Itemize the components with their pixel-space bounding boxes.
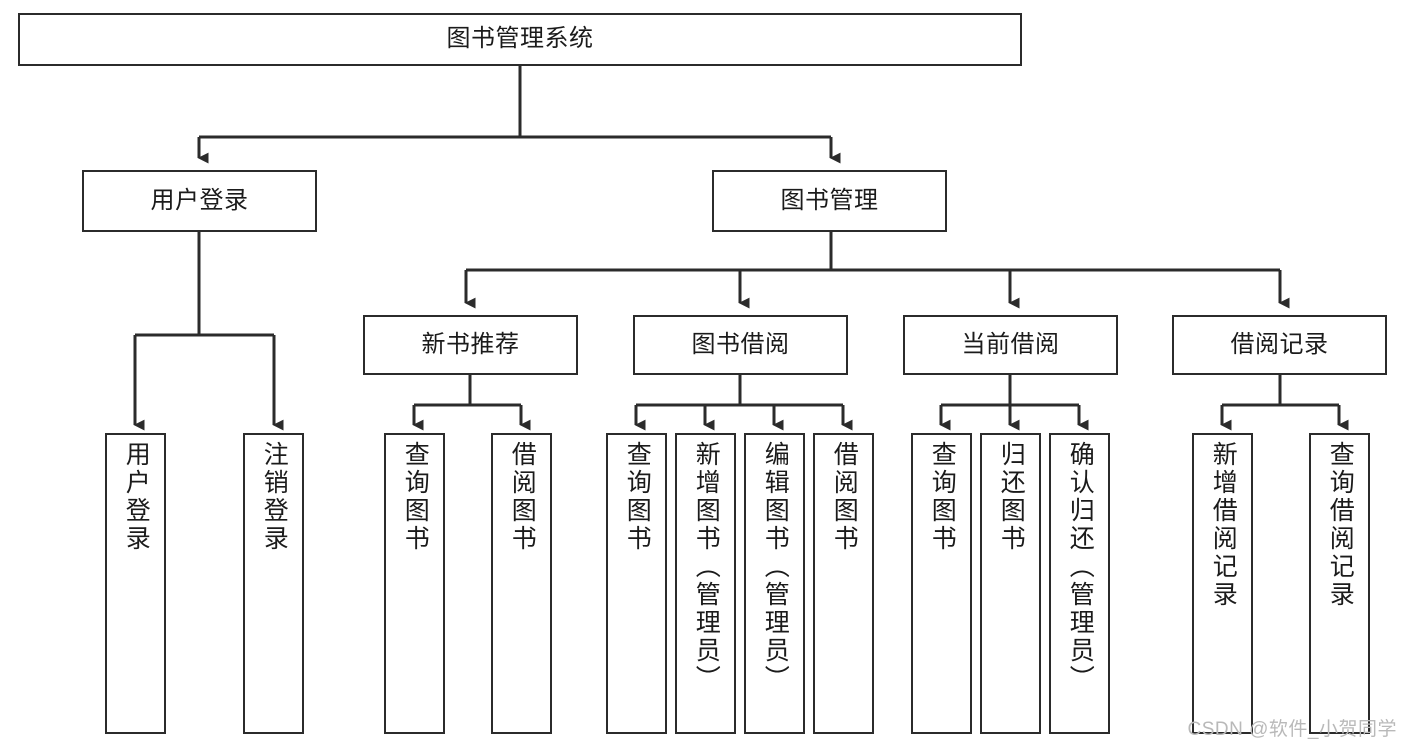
node-leaf-confirm-return[interactable]: 确认归还（管理员）: [1049, 433, 1110, 734]
node-leaf-borrow-book-1-label: 借阅图书: [508, 441, 537, 553]
node-leaf-borrow-book-2[interactable]: 借阅图书: [813, 433, 874, 734]
node-leaf-query-book-3[interactable]: 查询图书: [911, 433, 972, 734]
node-leaf-query-book-3-label: 查询图书: [928, 441, 957, 553]
node-leaf-add-book[interactable]: 新增图书（管理员）: [675, 433, 736, 734]
node-leaf-add-record[interactable]: 新增借阅记录: [1192, 433, 1253, 734]
node-borrow-record-label: 借阅记录: [1230, 330, 1329, 358]
node-leaf-user-login[interactable]: 用户登录: [105, 433, 166, 734]
node-leaf-query-book-2-label: 查询图书: [623, 441, 652, 553]
node-user-login[interactable]: 用户登录: [82, 170, 317, 232]
node-leaf-query-book-1[interactable]: 查询图书: [384, 433, 445, 734]
node-leaf-borrow-book-1[interactable]: 借阅图书: [491, 433, 552, 734]
node-user-login-label: 用户登录: [150, 186, 249, 214]
node-leaf-return-book-label: 归还图书: [997, 441, 1026, 553]
node-current-borrow[interactable]: 当前借阅: [903, 315, 1118, 375]
node-leaf-query-record-label: 查询借阅记录: [1326, 441, 1355, 609]
node-leaf-confirm-return-label: 确认归还（管理员）: [1066, 441, 1095, 693]
node-book-borrow-label: 图书借阅: [691, 330, 790, 358]
node-leaf-logout[interactable]: 注销登录: [243, 433, 304, 734]
node-current-borrow-label: 当前借阅: [961, 330, 1060, 358]
node-new-book-rec[interactable]: 新书推荐: [363, 315, 578, 375]
node-leaf-query-book-2[interactable]: 查询图书: [606, 433, 667, 734]
node-leaf-borrow-book-2-label: 借阅图书: [830, 441, 859, 553]
node-root[interactable]: 图书管理系统: [18, 13, 1022, 66]
node-leaf-query-book-1-label: 查询图书: [401, 441, 430, 553]
node-leaf-return-book[interactable]: 归还图书: [980, 433, 1041, 734]
node-leaf-edit-book-label: 编辑图书（管理员）: [761, 441, 790, 693]
node-leaf-add-book-label: 新增图书（管理员）: [692, 441, 721, 693]
node-book-manage-label: 图书管理: [780, 186, 879, 214]
node-root-label: 图书管理系统: [446, 25, 594, 53]
node-leaf-logout-label: 注销登录: [260, 441, 289, 553]
watermark: CSDN @软件_小贺同学: [1187, 719, 1397, 740]
node-leaf-add-record-label: 新增借阅记录: [1209, 441, 1238, 609]
node-leaf-edit-book[interactable]: 编辑图书（管理员）: [744, 433, 805, 734]
node-book-manage[interactable]: 图书管理: [712, 170, 947, 232]
node-book-borrow[interactable]: 图书借阅: [633, 315, 848, 375]
node-new-book-rec-label: 新书推荐: [421, 330, 520, 358]
node-leaf-query-record[interactable]: 查询借阅记录: [1309, 433, 1370, 734]
node-leaf-user-login-label: 用户登录: [122, 441, 151, 553]
node-borrow-record[interactable]: 借阅记录: [1172, 315, 1387, 375]
